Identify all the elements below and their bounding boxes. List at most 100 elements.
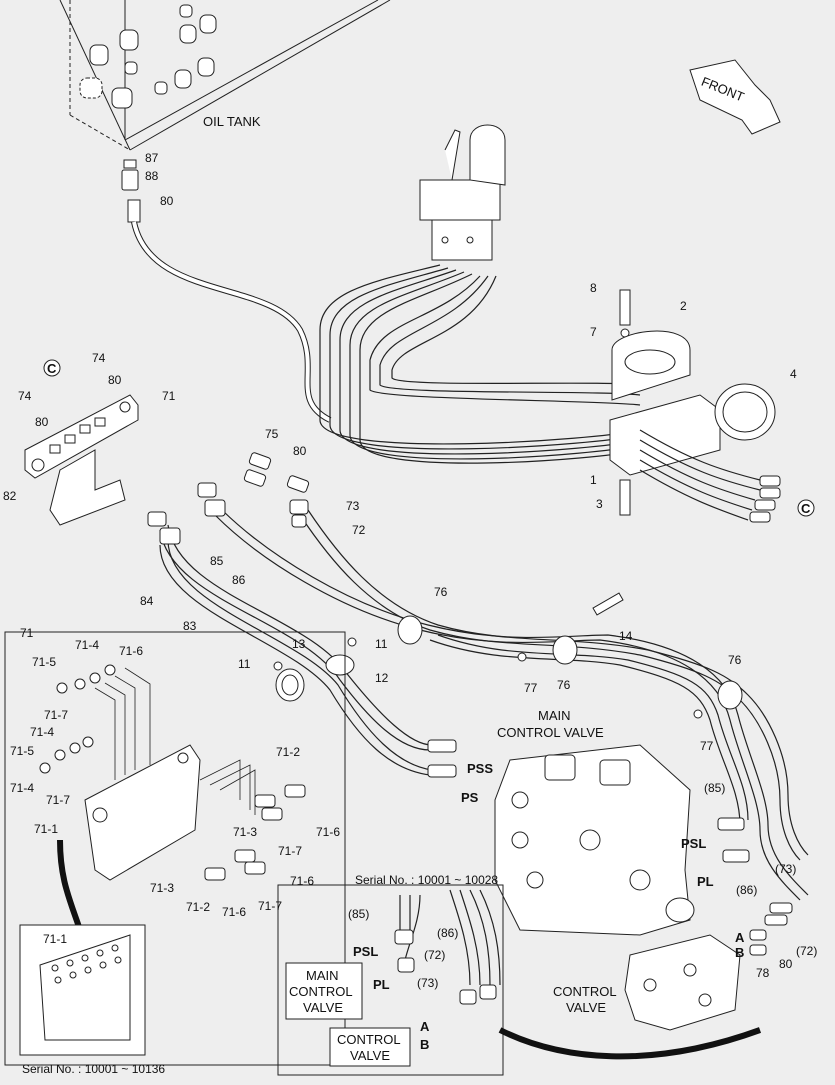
svg-text:71-2: 71-2: [186, 900, 210, 914]
cv-label-1: CONTROL: [553, 984, 617, 999]
part-73: 73: [346, 499, 360, 513]
detail-block: [39, 664, 306, 881]
svg-text:PL: PL: [373, 977, 390, 992]
c-marker-right: C: [797, 499, 815, 517]
svg-text:71-3: 71-3: [150, 881, 174, 895]
port-a: A: [735, 930, 745, 945]
part-8: 8: [590, 281, 597, 295]
svg-text:(85): (85): [348, 907, 369, 921]
svg-text:71-3: 71-3: [233, 825, 257, 839]
svg-text:CONTROL: CONTROL: [337, 1032, 401, 1047]
part-11b: 11: [238, 657, 251, 671]
svg-text:CONTROL: CONTROL: [289, 984, 353, 999]
main-label-1: MAIN: [538, 708, 571, 723]
svg-text:71-1: 71-1: [34, 822, 58, 836]
part-83: 83: [183, 619, 197, 633]
svg-text:71-5: 71-5: [10, 744, 34, 758]
port-ps: PS: [461, 790, 479, 805]
svg-text:(86): (86): [437, 926, 458, 940]
svg-text:(73): (73): [417, 976, 438, 990]
part-76a: 76: [434, 585, 448, 599]
svg-text:71-6: 71-6: [316, 825, 340, 839]
part-12: 12: [375, 671, 389, 685]
part-p72: (72): [796, 944, 817, 958]
pilot-valve: [419, 124, 506, 261]
part-74a: 74: [92, 351, 106, 365]
part-3: 3: [596, 497, 603, 511]
detail-serial: Serial No. : 10001 ~ 10136: [22, 1062, 165, 1076]
pilot-hose-bundle: [319, 264, 641, 464]
front-arrow: FRONT: [689, 59, 781, 135]
mcv-label-box: [285, 962, 363, 1020]
part-88: 88: [145, 169, 159, 183]
oil-tank-label: OIL TANK: [203, 114, 261, 129]
svg-text:C: C: [47, 361, 57, 376]
main-label-2: CONTROL VALVE: [497, 725, 604, 740]
oil-tank: [59, 0, 391, 151]
serial-pointer: [498, 1027, 762, 1060]
detail-pointer: [57, 839, 83, 931]
svg-text:71-6: 71-6: [222, 905, 246, 919]
svg-text:VALVE: VALVE: [350, 1048, 390, 1063]
part-p73: (73): [775, 862, 796, 876]
part-80b: 80: [108, 373, 122, 387]
detail-frame-label: 71: [20, 626, 34, 640]
serial-box-serial: Serial No. : 10001 ~ 10028: [355, 873, 498, 887]
svg-text:VALVE: VALVE: [303, 1000, 343, 1015]
c-side-hoses: [639, 429, 761, 521]
cv-label-2: VALVE: [566, 1000, 606, 1015]
serial-box-fittings: [394, 929, 497, 1005]
part-77a: 77: [524, 681, 538, 695]
inset-71-1: [19, 924, 146, 1056]
part-86: 86: [232, 573, 246, 587]
svg-text:71-2: 71-2: [276, 745, 300, 759]
svg-text:71-4: 71-4: [30, 725, 54, 739]
part-71: 71: [162, 389, 176, 403]
svg-text:C: C: [801, 501, 811, 516]
part-p86: (86): [736, 883, 757, 897]
part-82: 82: [3, 489, 17, 503]
part-80a: 80: [160, 194, 174, 208]
svg-text:71-7: 71-7: [44, 708, 68, 722]
svg-text:PSL: PSL: [353, 944, 378, 959]
svg-text:71-6: 71-6: [290, 874, 314, 888]
part-80e: 80: [779, 957, 793, 971]
tank-fitting: [121, 159, 141, 223]
port-pl: PL: [697, 874, 714, 889]
part-2: 2: [680, 299, 687, 313]
svg-text:MAIN: MAIN: [306, 968, 339, 983]
svg-text:71-7: 71-7: [258, 899, 282, 913]
part-p85: (85): [704, 781, 725, 795]
port-block-71: [24, 394, 139, 526]
svg-text:71-6: 71-6: [119, 644, 143, 658]
detail-labels: 71-5 71-4 71-6 71-7 71-4 71-5 71-4 71-7 …: [10, 638, 340, 919]
serial-box-hoses: [399, 889, 501, 986]
part-80c: 80: [35, 415, 49, 429]
port-pss: PSS: [467, 761, 493, 776]
svg-text:A: A: [420, 1019, 430, 1034]
part-77b: 77: [700, 739, 714, 753]
inset-label: 71-1: [43, 932, 67, 946]
hose-clamps: [273, 592, 743, 719]
svg-text:71-4: 71-4: [10, 781, 34, 795]
c-marker-top: C: [43, 359, 61, 377]
main-hoses: [159, 509, 809, 901]
part-76b: 76: [557, 678, 571, 692]
serial-box-labels: Serial No. : 10001 ~ 10028 (85) (86) PSL…: [289, 873, 498, 1063]
part-7: 7: [590, 325, 597, 339]
svg-text:71-5: 71-5: [32, 655, 56, 669]
c-side-fittings: [749, 475, 781, 523]
part-87: 87: [145, 151, 159, 165]
part-14: 14: [619, 629, 633, 643]
part-75: 75: [265, 427, 279, 441]
part-78: 78: [756, 966, 770, 980]
svg-text:(72): (72): [424, 948, 445, 962]
cv-label-box: [329, 1027, 411, 1067]
part-74b: 74: [18, 389, 32, 403]
part-72: 72: [352, 523, 366, 537]
part-13: 13: [292, 637, 306, 651]
part-84: 84: [140, 594, 154, 608]
part-1: 1: [590, 473, 597, 487]
